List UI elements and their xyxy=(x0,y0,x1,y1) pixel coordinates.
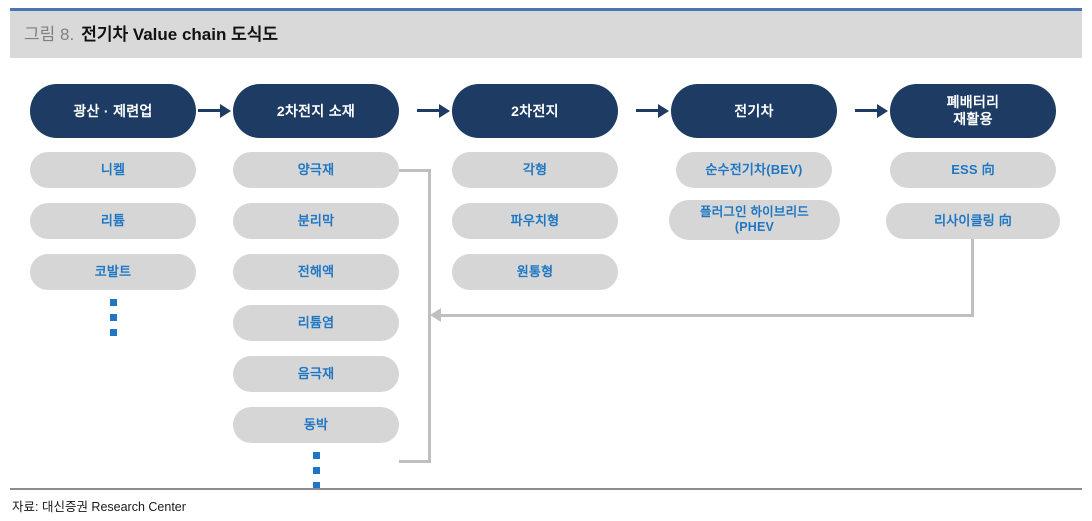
bracket-vertical xyxy=(428,169,431,463)
item-label-line2: (PHEV xyxy=(734,220,775,234)
bracket-top-stub xyxy=(399,169,431,172)
item-pill-separator[interactable]: 분리막 xyxy=(233,203,399,239)
stage-label-line1: 폐배터리 xyxy=(946,94,1000,111)
figure-number: 그림 8. xyxy=(24,25,75,44)
item-label: 동박 xyxy=(303,417,329,433)
item-label: 양극재 xyxy=(297,162,335,178)
figure-title: 전기차 Value chain 도식도 xyxy=(81,25,279,44)
item-label-line1: 플러그인 하이브리드 xyxy=(700,205,809,220)
stage-arrow-2-shaft xyxy=(417,109,441,112)
item-pill-cobalt[interactable]: 코발트 xyxy=(30,254,196,290)
stage-label: 2차전지 소재 xyxy=(276,102,356,119)
item-pill-bev[interactable]: 순수전기차(BEV) xyxy=(676,152,832,188)
item-pill-cathode[interactable]: 양극재 xyxy=(233,152,399,188)
item-label: 원통형 xyxy=(516,264,554,280)
stage-arrow-3-shaft xyxy=(636,109,660,112)
dot xyxy=(313,467,320,474)
item-label: 순수전기차(BEV) xyxy=(705,162,803,178)
item-label: 음극재 xyxy=(297,366,335,382)
item-pill-lithium-salt[interactable]: 리튬염 xyxy=(233,305,399,341)
figure-caption: 그림 8. 전기차 Value chain 도식도 xyxy=(24,23,278,47)
source-note: 자료: 대신증권 Research Center xyxy=(12,500,186,514)
stage-label: 전기차 xyxy=(734,102,774,119)
item-pill-pouch[interactable]: 파우치형 xyxy=(452,203,618,239)
stage-arrow-3-head xyxy=(658,104,669,118)
item-pill-recycling[interactable]: 리사이클링 向 xyxy=(886,203,1060,239)
item-pill-phev[interactable]: 플러그인 하이브리드 (PHEV xyxy=(669,200,840,240)
dot xyxy=(313,482,320,489)
stage-pill-mining[interactable]: 광산 · 제련업 xyxy=(30,84,196,138)
dot xyxy=(110,329,117,336)
item-label: 리튬염 xyxy=(297,315,335,331)
item-pill-lithium[interactable]: 리튬 xyxy=(30,203,196,239)
stage-arrow-1-shaft xyxy=(198,109,222,112)
item-label: 전해액 xyxy=(297,264,335,280)
item-label: 리사이클링 向 xyxy=(934,213,1012,229)
dot xyxy=(110,314,117,321)
stage-pill-ev[interactable]: 전기차 xyxy=(671,84,837,138)
stage-pill-battery[interactable]: 2차전지 xyxy=(452,84,618,138)
item-pill-ess[interactable]: ESS 向 xyxy=(890,152,1056,188)
stage-arrow-1-head xyxy=(220,104,231,118)
stage-pill-battery-materials[interactable]: 2차전지 소재 xyxy=(233,84,399,138)
item-pill-prismatic[interactable]: 각형 xyxy=(452,152,618,188)
item-pill-electrolyte[interactable]: 전해액 xyxy=(233,254,399,290)
ellipsis-dots-column-1 xyxy=(110,299,117,344)
item-pill-anode[interactable]: 음극재 xyxy=(233,356,399,392)
dot xyxy=(313,452,320,459)
stage-label: 광산 · 제련업 xyxy=(73,102,153,119)
header-top-rule xyxy=(10,8,1082,11)
item-label: 니켈 xyxy=(100,162,126,178)
stage-arrow-4-head xyxy=(877,104,888,118)
stage-label: 2차전지 xyxy=(511,102,559,119)
item-pill-nickel[interactable]: 니켈 xyxy=(30,152,196,188)
feedback-arrow-head xyxy=(430,308,441,322)
feedback-line-horizontal xyxy=(441,314,974,317)
footer-rule xyxy=(10,488,1082,490)
item-pill-copper-foil[interactable]: 동박 xyxy=(233,407,399,443)
ellipsis-dots-column-2 xyxy=(313,452,320,497)
item-label: 코발트 xyxy=(94,264,132,280)
stage-pill-battery-recycling[interactable]: 폐배터리 재활용 xyxy=(890,84,1056,138)
dot xyxy=(110,299,117,306)
item-pill-cylindrical[interactable]: 원통형 xyxy=(452,254,618,290)
header-band xyxy=(10,11,1082,58)
bracket-bottom-stub xyxy=(399,460,431,463)
item-label: 각형 xyxy=(522,162,548,178)
stage-arrow-2-head xyxy=(439,104,450,118)
stage-label-line2: 재활용 xyxy=(953,111,993,127)
item-label: 파우치형 xyxy=(510,213,560,229)
item-label: 리튬 xyxy=(100,213,126,229)
feedback-line-vertical xyxy=(971,239,974,317)
item-label: ESS 向 xyxy=(951,162,995,178)
item-label: 분리막 xyxy=(297,213,335,229)
stage-arrow-4-shaft xyxy=(855,109,879,112)
